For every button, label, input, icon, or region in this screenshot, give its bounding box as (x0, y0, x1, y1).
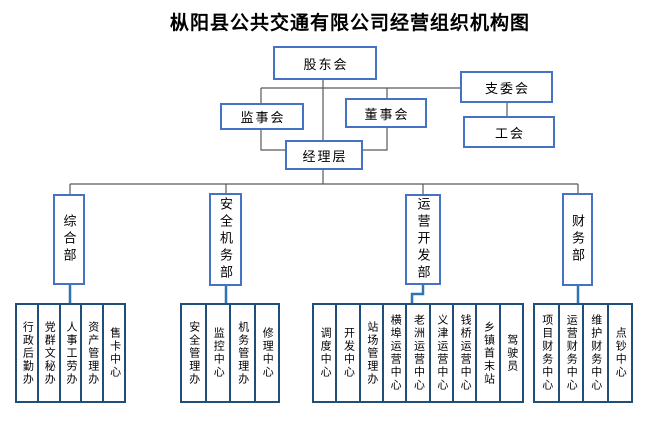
node-branch-committee: 支委会 (460, 71, 553, 103)
org-unit-box: 监控中心 (204, 305, 230, 401)
node-shareholders-meeting: 股东会 (273, 46, 377, 80)
org-unit-box: 乡镇首末站 (475, 305, 498, 401)
org-unit-box: 钱桥运营中心 (451, 305, 475, 401)
org-unit-box: 人事工劳办 (58, 305, 81, 401)
org-unit-box: 老洲运营中心 (405, 305, 428, 401)
org-unit-box: 党群文秘办 (36, 305, 59, 401)
org-unit-box: 项目财务中心 (540, 314, 553, 392)
node-board-of-directors: 董事会 (345, 98, 427, 128)
node-management-layer: 经理层 (285, 140, 363, 170)
node-labor-union: 工会 (463, 116, 555, 148)
unit-group-safety-machinery: 安全管理办监控中心机务管理办修理中心 (180, 303, 280, 403)
org-unit-box: 站场管理办 (358, 305, 382, 401)
node-dept-finance: 财务部 (562, 193, 593, 286)
chart-title: 枞阳县公共交通有限公司经营组织机构图 (169, 13, 530, 34)
org-unit-box: 售卡中心 (102, 305, 124, 401)
org-unit-box: 横埠运营中心 (381, 305, 405, 401)
org-unit-box: 修理中心 (253, 305, 279, 401)
node-supervisory-board: 监事会 (220, 103, 304, 130)
org-unit-box: 安全管理办 (187, 320, 200, 386)
node-dept-general: 综合部 (53, 194, 85, 285)
org-unit-box: 维护财务中心 (582, 305, 607, 401)
unit-group-operations-development: 调度中心开发中心站场管理办横埠运营中心老洲运营中心义津运营中心钱桥运营中心乡镇首… (312, 303, 524, 403)
org-unit-box: 驾驶员 (498, 305, 522, 401)
org-unit-box: 运营财务中心 (557, 305, 583, 401)
unit-group-finance: 项目财务中心运营财务中心维护财务中心点钞中心 (533, 303, 633, 403)
org-unit-box: 义津运营中心 (428, 305, 452, 401)
org-unit-box: 点钞中心 (606, 305, 632, 401)
org-unit-box: 行政后勤办 (21, 320, 34, 386)
org-unit-box: 机务管理办 (229, 305, 254, 401)
org-unit-box: 调度中心 (319, 327, 332, 379)
unit-group-general: 行政后勤办党群文秘办人事工劳办资产管理办售卡中心 (15, 303, 126, 403)
node-dept-operations-development: 运营开发部 (405, 194, 441, 285)
node-dept-safety-machinery: 安全机务部 (209, 193, 242, 286)
org-unit-box: 开发中心 (335, 305, 358, 401)
department-unit-connectors (68, 285, 580, 303)
org-unit-box: 资产管理办 (80, 305, 102, 401)
